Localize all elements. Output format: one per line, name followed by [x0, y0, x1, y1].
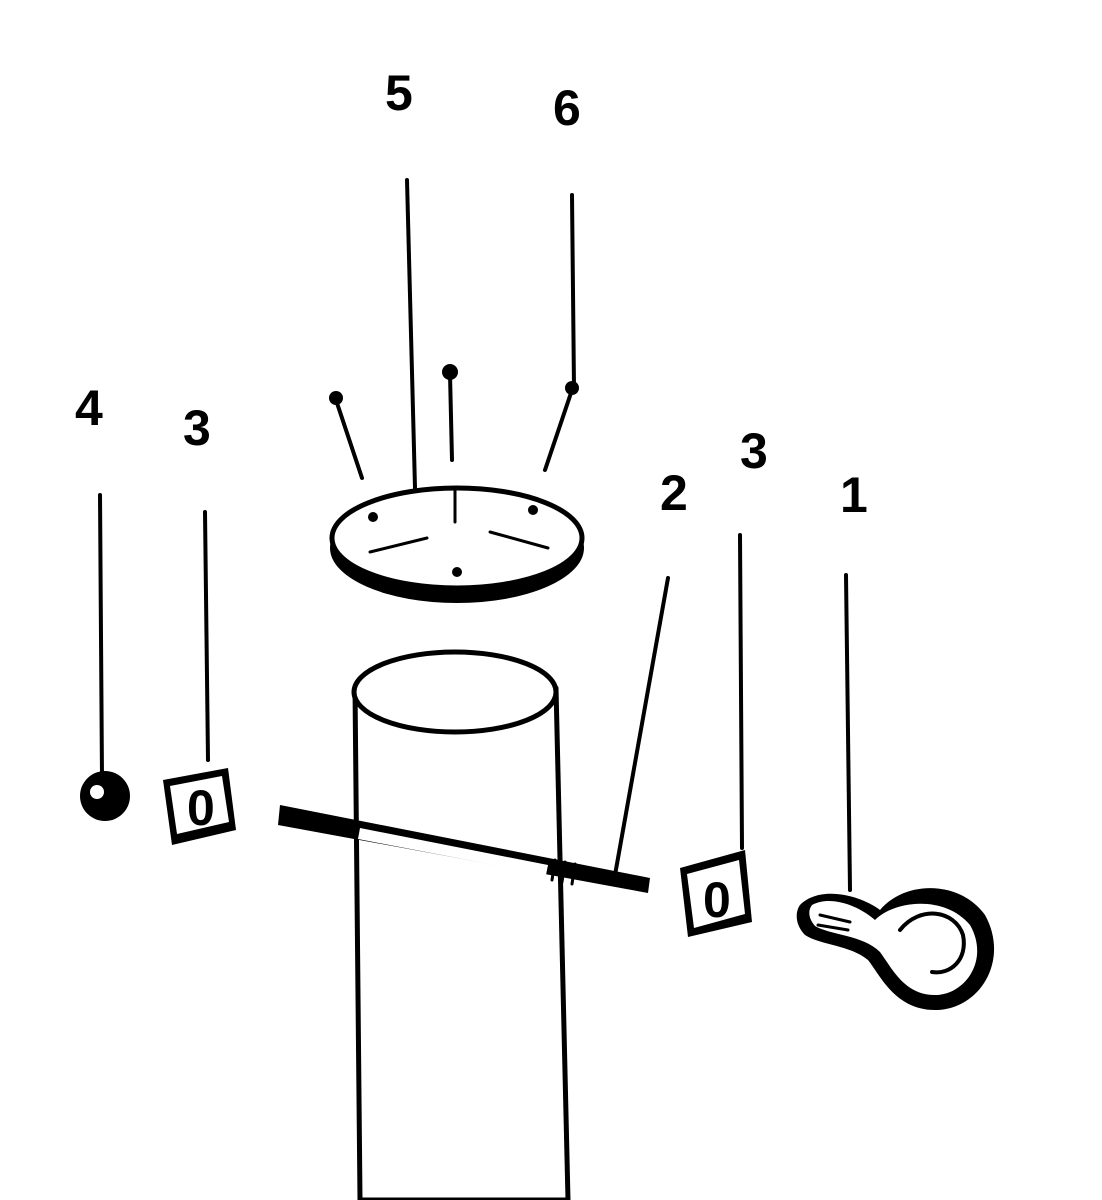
leader-line-4 — [98, 493, 104, 780]
leader-line-3-left — [203, 510, 210, 762]
washer-left: 0 — [163, 768, 236, 845]
leader-line-5 — [405, 178, 417, 490]
washer-left-mark: 0 — [187, 780, 215, 836]
nut — [80, 771, 130, 821]
nails — [329, 364, 579, 480]
callout-label-4: 4 — [75, 380, 103, 436]
pole-cap — [329, 485, 585, 603]
callout-label-1: 1 — [840, 467, 868, 523]
threaded-rod — [278, 805, 650, 893]
leader-line-1 — [844, 573, 852, 892]
leader-line-2 — [613, 576, 670, 877]
callout-label-6: 6 — [553, 80, 581, 136]
washer-right: 0 — [680, 850, 752, 937]
callout-label-3-left: 3 — [183, 400, 211, 456]
washer-right-mark: 0 — [703, 872, 731, 928]
leader-line-6 — [570, 193, 576, 390]
pole — [351, 649, 571, 1200]
leader-line-3-right — [738, 533, 744, 850]
hook — [796, 888, 995, 1010]
callout-label-2: 2 — [660, 465, 688, 521]
callout-label-5: 5 — [385, 65, 413, 121]
callout-label-3-right: 3 — [740, 423, 768, 479]
